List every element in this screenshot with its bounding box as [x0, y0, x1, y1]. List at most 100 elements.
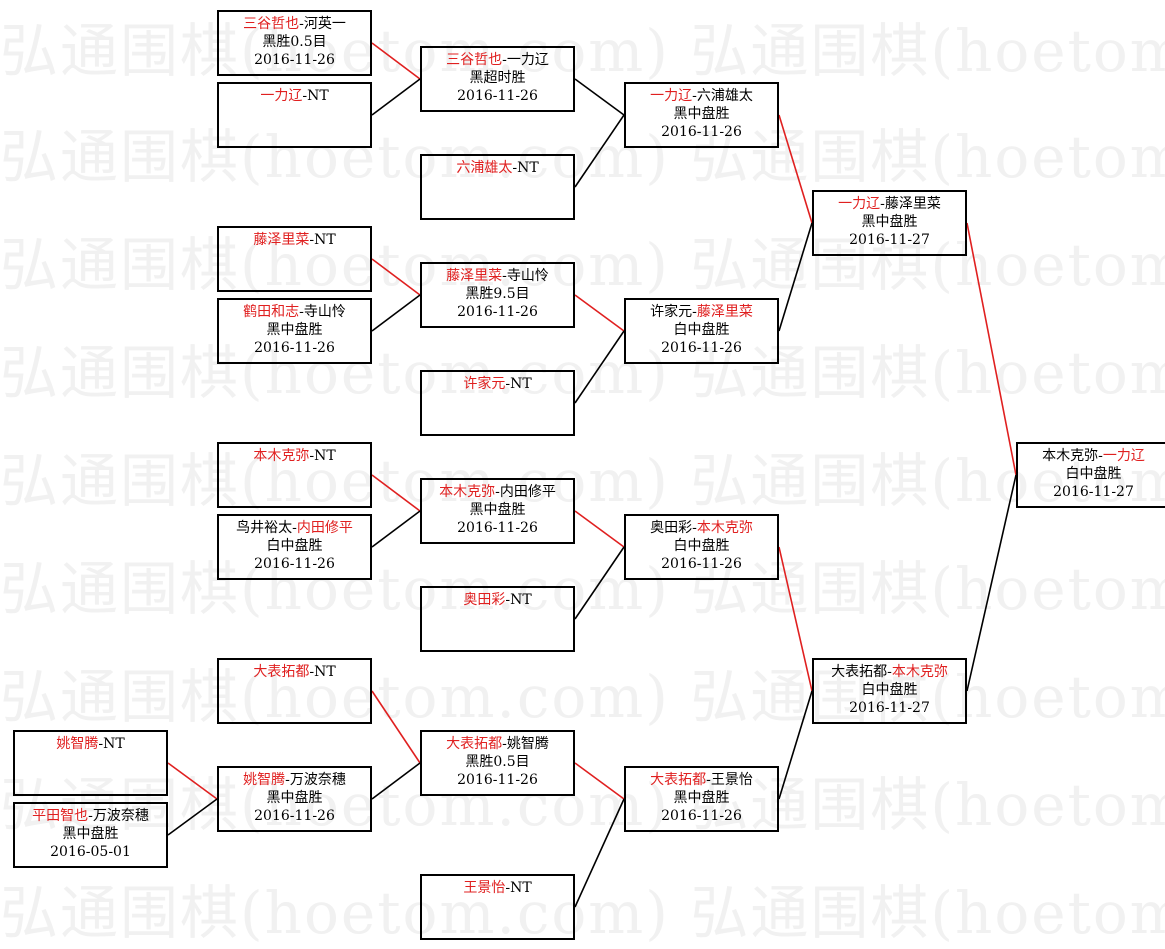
player-separator: -: [887, 664, 892, 680]
player-2-name: 姚智腾: [506, 736, 549, 752]
player-1-name: 姚智腾: [243, 772, 286, 788]
player-separator: -: [309, 664, 315, 680]
match-players: 大表拓都-本木克弥: [814, 663, 965, 681]
player-separator: -: [302, 88, 308, 104]
match-result: 黑超时胜: [469, 70, 526, 86]
match-result: 白中盘胜: [673, 322, 730, 338]
player-2-name: NT: [314, 448, 336, 464]
player-1-name: 鹤田和志: [243, 304, 300, 320]
match-result: [422, 393, 573, 411]
player-1-name: 奥田彩: [650, 520, 693, 536]
connector-r4m2-to-final: [966, 474, 1017, 692]
match-players: 奥田彩-本木克弥: [626, 519, 777, 537]
player-1-name: 平田智也: [32, 808, 89, 824]
match-date: [422, 915, 573, 933]
match-players: 平田智也-万波奈穗: [15, 807, 166, 825]
match-box-r1m7: 大表拓都-NT: [217, 658, 372, 724]
player-separator: -: [1098, 448, 1103, 464]
player-1-name: 许家元: [650, 304, 693, 320]
match-date: [219, 483, 370, 501]
player-2-name: 藤泽里菜: [884, 196, 941, 212]
player-1-name: 本木克弥: [1042, 448, 1099, 464]
match-result: 黑中盘胜: [266, 322, 323, 338]
match-box-r1m2: 一力辽-NT: [217, 82, 372, 148]
player-2-name: NT: [103, 736, 125, 752]
match-players: 本木克弥-内田修平: [422, 483, 573, 501]
player-2-name: NT: [314, 232, 336, 248]
match-box-r2m6: 奥田彩-NT: [420, 586, 575, 652]
player-1-name: 大表拓都: [831, 664, 888, 680]
player-2-name: 万波奈穗: [289, 772, 346, 788]
player-separator: -: [512, 160, 518, 176]
player-2-name: 寺山怜: [506, 268, 549, 284]
match-players: 鹤田和志-寺山怜: [219, 303, 370, 321]
match-date: 2016-11-26: [457, 304, 538, 320]
match-result: [422, 897, 573, 915]
player-2-name: 河英一: [303, 16, 346, 32]
connector-r3m3-to-r4m2: [778, 546, 813, 692]
match-players: 一力辽-藤泽里菜: [814, 195, 965, 213]
match-players: 本木克弥-NT: [219, 447, 370, 465]
player-2-name: 一力辽: [1102, 448, 1145, 464]
player-2-name: NT: [314, 664, 336, 680]
player-1-name: 藤泽里菜: [446, 268, 503, 284]
player-2-name: 一力辽: [506, 52, 549, 68]
match-date: [219, 123, 370, 141]
match-players: 奥田彩-NT: [422, 591, 573, 609]
match-result: 黑胜0.5目: [465, 754, 530, 770]
match-date: [219, 699, 370, 717]
match-players: 许家元-藤泽里菜: [626, 303, 777, 321]
match-date: 2016-11-26: [661, 340, 742, 356]
match-players: 大表拓都-王景怡: [626, 771, 777, 789]
match-result: [422, 609, 573, 627]
connector-r3m2-to-r4m1: [778, 222, 813, 332]
match-result: 白中盘胜: [266, 538, 323, 554]
match-date: 2016-11-26: [661, 124, 742, 140]
player-separator: -: [692, 304, 697, 320]
match-result: [422, 177, 573, 195]
player-2-name: 内田修平: [499, 484, 556, 500]
match-box-r1m3: 藤泽里菜-NT: [217, 226, 372, 292]
connector-r4m1-to-final: [966, 222, 1017, 476]
match-result: 白中盘胜: [673, 538, 730, 554]
match-result: 黑中盘胜: [266, 790, 323, 806]
match-date: 2016-05-01: [50, 844, 131, 860]
player-1-name: 奥田彩: [463, 592, 506, 608]
player-separator: -: [88, 808, 93, 824]
player-1-name: 鸟井裕太: [236, 520, 293, 536]
player-1-name: 三谷哲也: [446, 52, 503, 68]
match-date: [15, 771, 166, 789]
connector-r1m2-to-r2m1: [371, 78, 421, 116]
player-2-name: 万波奈穗: [92, 808, 149, 824]
match-players: 一力辽-六浦雄太: [626, 87, 777, 105]
player-2-name: 寺山怜: [303, 304, 346, 320]
connector-r1m6-to-r2m5: [371, 510, 421, 548]
player-separator: -: [505, 376, 511, 392]
player-separator: -: [692, 88, 697, 104]
match-players: 藤泽里菜-寺山怜: [422, 267, 573, 285]
player-separator: -: [285, 772, 290, 788]
player-2-name: 藤泽里菜: [696, 304, 753, 320]
match-players: 鸟井裕太-内田修平: [219, 519, 370, 537]
player-1-name: 一力辽: [650, 88, 693, 104]
match-box-q1: 姚智腾-NT: [13, 730, 168, 796]
player-separator: -: [706, 772, 711, 788]
player-1-name: 许家元: [463, 376, 506, 392]
match-box-r1m5: 本木克弥-NT: [217, 442, 372, 508]
player-1-name: 一力辽: [260, 88, 303, 104]
match-result: 黑中盘胜: [673, 106, 730, 122]
match-result: [15, 753, 166, 771]
player-separator: -: [495, 484, 500, 500]
player-2-name: 本木克弥: [696, 520, 753, 536]
match-result: 黑中盘胜: [469, 502, 526, 518]
player-1-name: 大表拓都: [650, 772, 707, 788]
connector-r1m3-to-r2m3: [371, 258, 421, 296]
